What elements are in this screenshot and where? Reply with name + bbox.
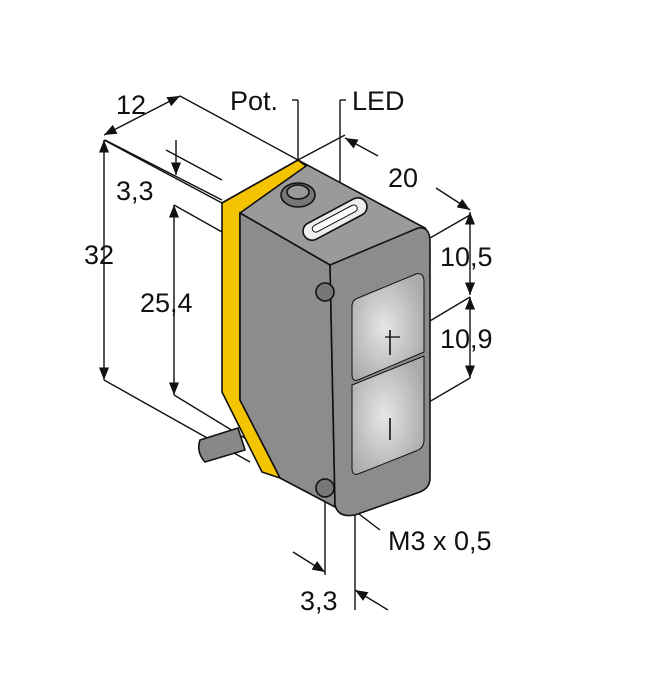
dim-width-12: 12 [116, 90, 147, 120]
dim-offset-bottom: 3,3 [300, 586, 338, 616]
dim-hole-spacing: 25,4 [140, 288, 193, 318]
mounting-hole-bottom [315, 478, 335, 498]
label-led: LED [352, 86, 405, 116]
lens-top [351, 273, 425, 381]
cable [198, 426, 247, 463]
sensor-body [198, 159, 431, 517]
mounting-hole-top [315, 282, 335, 302]
dim-depth-20: 20 [388, 163, 419, 193]
dim-offset-top: 3,3 [116, 176, 154, 206]
label-thread: M3 x 0,5 [388, 526, 492, 556]
dim-lens-10-5: 10,5 [440, 242, 493, 272]
dim-lens-10-9: 10,9 [440, 324, 493, 354]
label-pot: Pot. [230, 86, 279, 116]
lens-bottom [351, 355, 425, 475]
dim-height-32: 32 [84, 240, 115, 270]
